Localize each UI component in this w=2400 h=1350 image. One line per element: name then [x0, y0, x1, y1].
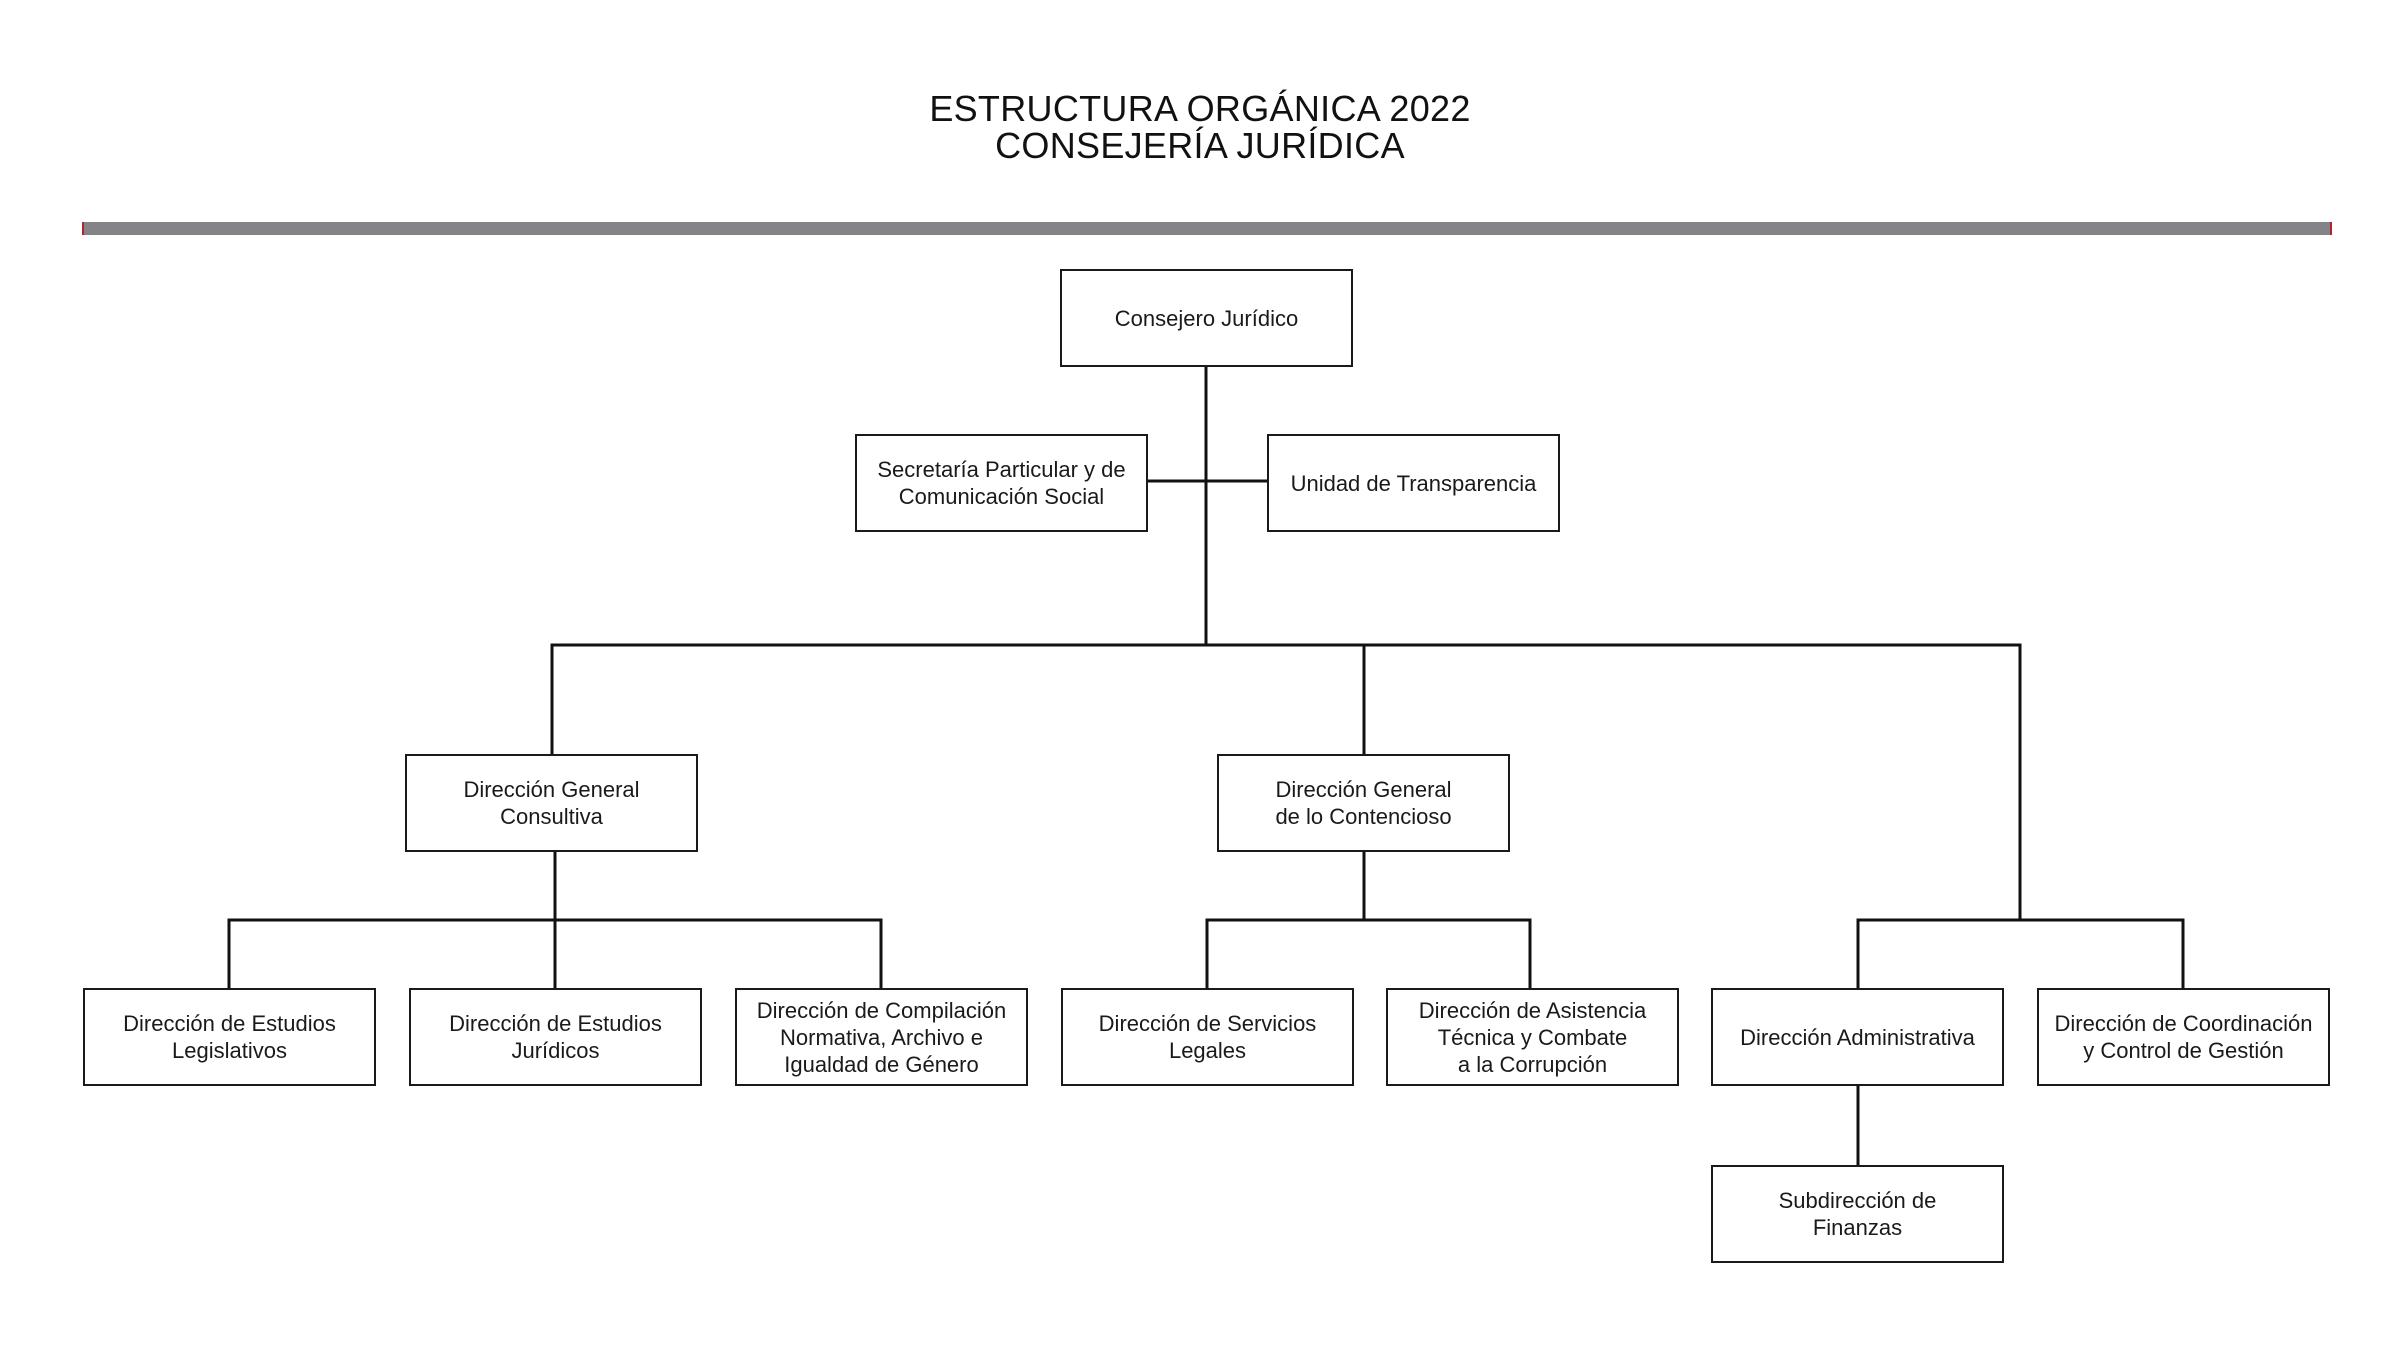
node-dg-consultiva: Dirección General Consultiva — [405, 754, 698, 852]
page-title: ESTRUCTURA ORGÁNICA 2022 CONSEJERÍA JURÍ… — [0, 90, 2400, 164]
node-secretaria-particular: Secretaría Particular y de Comunicación … — [855, 434, 1148, 532]
node-servicios-legales: Dirección de Servicios Legales — [1061, 988, 1354, 1086]
title-line-1: ESTRUCTURA ORGÁNICA 2022 — [929, 88, 1471, 129]
node-estudios-juridicos: Dirección de Estudios Jurídicos — [409, 988, 702, 1086]
node-direccion-administrativa: Dirección Administrativa — [1711, 988, 2004, 1086]
node-subdireccion-finanzas: Subdirección de Finanzas — [1711, 1165, 2004, 1263]
node-compilacion-normativa: Dirección de Compilación Normativa, Arch… — [735, 988, 1028, 1086]
title-line-2: CONSEJERÍA JURÍDICA — [995, 125, 1405, 166]
header-divider — [82, 222, 2332, 235]
node-coordinacion-control: Dirección de Coordinación y Control de G… — [2037, 988, 2330, 1086]
node-asistencia-tecnica: Dirección de Asistencia Técnica y Combat… — [1386, 988, 1679, 1086]
node-estudios-legislativos: Dirección de Estudios Legislativos — [83, 988, 376, 1086]
node-unidad-transparencia: Unidad de Transparencia — [1267, 434, 1560, 532]
node-consejero-juridico: Consejero Jurídico — [1060, 269, 1353, 367]
node-dg-contencioso: Dirección General de lo Contencioso — [1217, 754, 1510, 852]
